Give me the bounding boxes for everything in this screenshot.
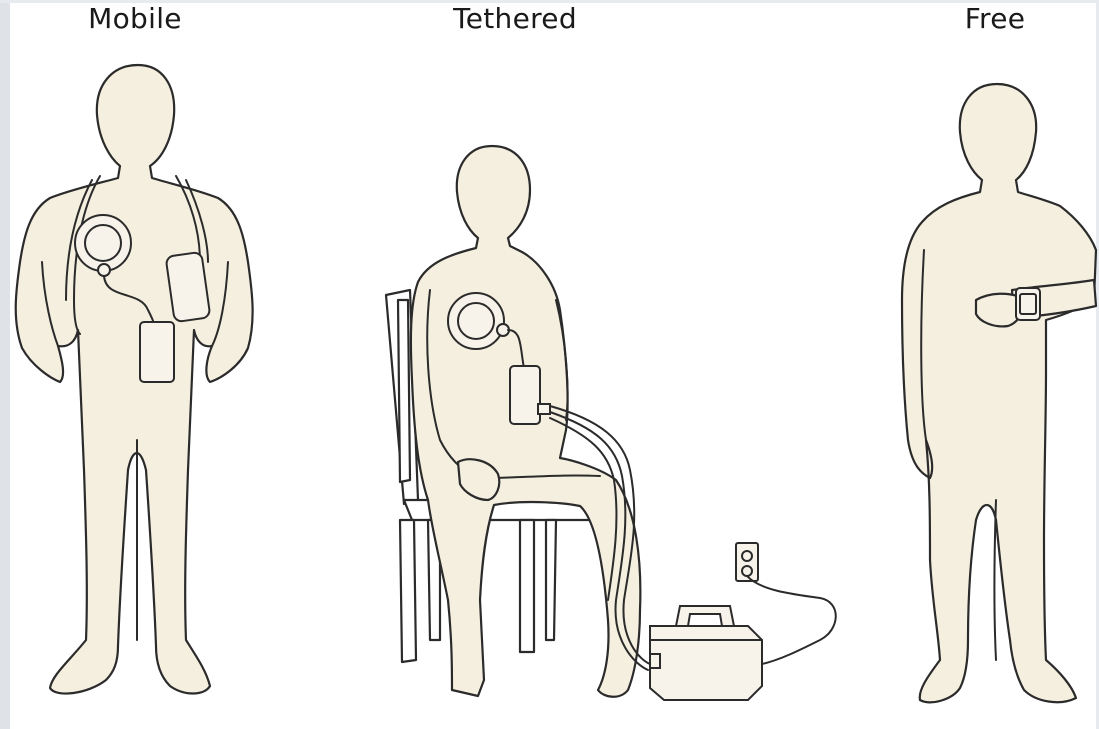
wall-outlet-socket-bottom — [742, 566, 752, 576]
tethered-controller-plug — [538, 404, 550, 414]
mobile-battery — [166, 252, 211, 322]
mobile-controller — [140, 322, 174, 382]
mobile-figure-body — [16, 65, 253, 694]
power-console-port — [650, 654, 660, 668]
free-wristwatch-face — [1020, 294, 1036, 314]
free-figure — [902, 84, 1096, 702]
mobile-heart-pump-inner — [85, 225, 121, 261]
free-leg-divide — [995, 500, 997, 660]
wall-outlet-socket-top — [742, 551, 752, 561]
mobile-figure — [16, 65, 253, 694]
chair-leg-front-left — [546, 520, 556, 640]
tethered-scene — [386, 146, 836, 700]
chair-leg-front-right — [520, 520, 534, 652]
tethered-controller — [510, 366, 540, 424]
mobile-pump-port — [98, 264, 110, 276]
power-console — [650, 626, 762, 700]
free-figure-body — [902, 84, 1096, 702]
tethered-heart-pump-inner — [458, 303, 494, 339]
power-console-handle — [676, 606, 734, 626]
chair-back-rail — [398, 300, 410, 482]
chair-leg-back-left — [400, 520, 416, 662]
